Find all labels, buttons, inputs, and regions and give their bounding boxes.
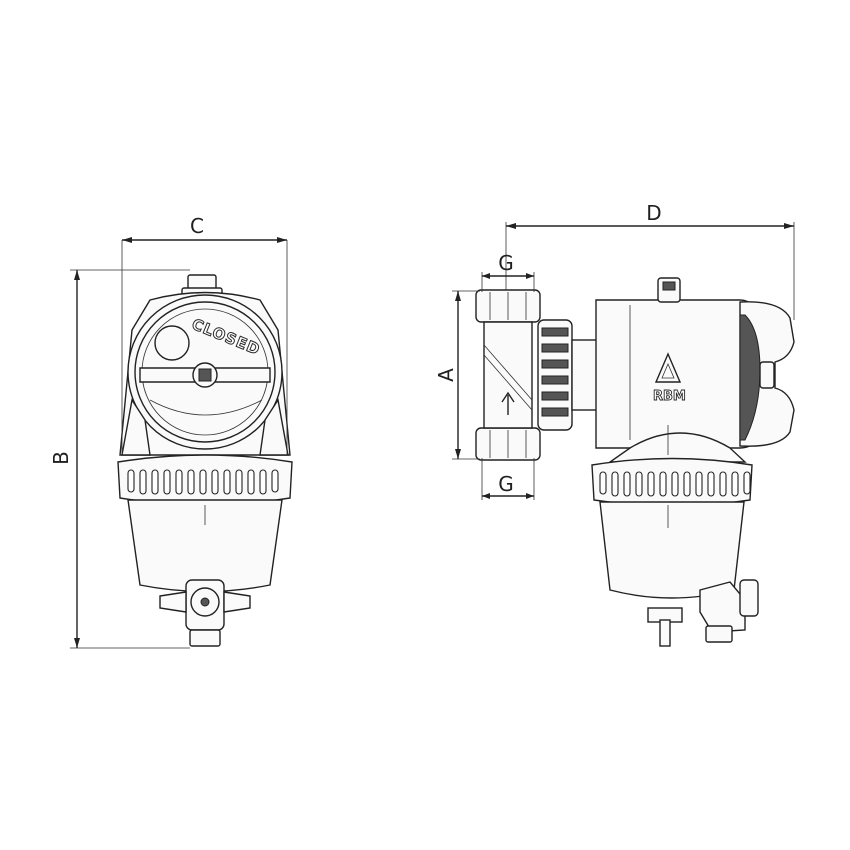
dim-label-a: A bbox=[434, 368, 458, 382]
front-ribs bbox=[127, 469, 279, 495]
front-view: CLOSED bbox=[117, 274, 293, 647]
dim-label-g-top: G bbox=[498, 251, 514, 275]
dim-label-c: C bbox=[190, 214, 204, 238]
dim-label-g-bottom: G bbox=[498, 472, 514, 496]
side-ribs bbox=[599, 471, 751, 497]
side-view: RBM bbox=[475, 277, 795, 647]
dim-label-d: D bbox=[646, 201, 661, 225]
rbm-logo: RBM bbox=[653, 389, 686, 404]
coupling-ribs bbox=[541, 327, 569, 417]
dim-label-b: B bbox=[49, 451, 73, 465]
dimension-lines bbox=[70, 222, 795, 649]
